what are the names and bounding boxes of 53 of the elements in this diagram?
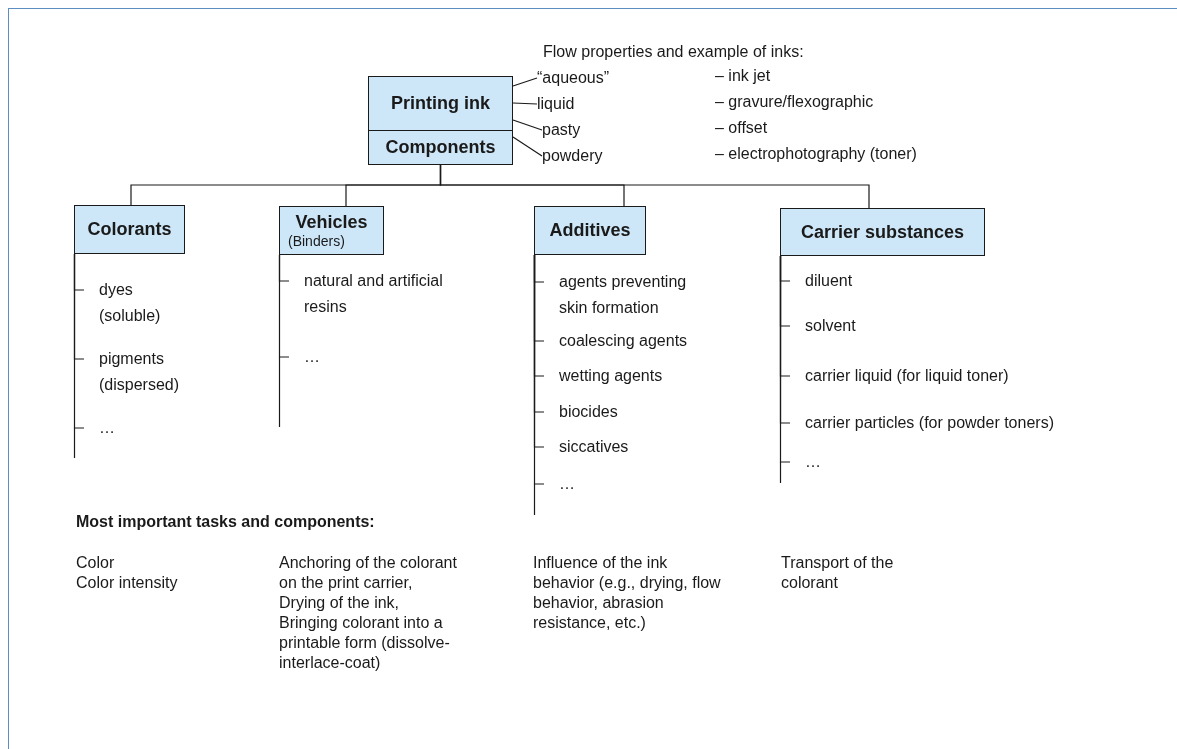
list-item: siccatives [544, 434, 629, 460]
list-item: dyes (soluble) [84, 277, 184, 329]
flow-property-text: pasty [542, 118, 581, 142]
tree-line [779, 255, 791, 463]
list-item: … [84, 415, 115, 441]
ink-example: – offset [715, 118, 768, 138]
task-text: Influence of the ink behavior (e.g., drying, flow behavior, abrasion resistance, etc.) [533, 553, 722, 633]
list-item: wetting agents [544, 363, 663, 389]
tree-line [73, 253, 85, 429]
task-text: Drying of the ink, [279, 593, 400, 613]
task-text: Color [76, 553, 115, 573]
list-item: carrier particles (for powder toners) [790, 410, 1054, 436]
list-item: diluent [790, 268, 853, 294]
list-item: agents preventing skin formation [544, 269, 714, 321]
leader-line [512, 136, 543, 157]
list-item: … [289, 344, 320, 370]
category-box [74, 205, 185, 254]
task-text: Transport of the colorant [781, 553, 895, 593]
title-box: Components [368, 130, 513, 165]
tree-line [533, 254, 545, 485]
list-item: biocides [544, 399, 618, 425]
flow-property-text: liquid [537, 92, 575, 116]
tree-line [439, 164, 870, 209]
section-heading: Most important tasks and components: [76, 512, 375, 532]
list-item: carrier liquid (for liquid toner) [790, 363, 1009, 389]
flow-property-text: powdery [542, 144, 603, 168]
category-subtitle: (Binders) [288, 233, 346, 251]
category-box [780, 208, 985, 256]
list-item: natural and artificial resins [289, 268, 449, 320]
category-title: Colorants [86, 218, 173, 241]
task-text: Color intensity [76, 573, 178, 593]
flow-property-text: “aqueous” [537, 66, 610, 90]
category-title: Additives [548, 219, 632, 242]
heading: Flow properties and example of inks: [543, 42, 804, 62]
list-item: coalescing agents [544, 328, 688, 354]
task-text: Anchoring of the colorant on the print carrier, [279, 553, 458, 593]
list-item: pigments (dispersed) [84, 346, 194, 398]
leader-line [512, 119, 543, 131]
category-box [534, 206, 646, 255]
task-text: Bringing colorant into a printable form (dissolve-interlace-coat) [279, 613, 451, 673]
ink-example: – gravure/flexographic [715, 92, 874, 112]
category-box [279, 206, 384, 255]
leader-line [512, 77, 538, 87]
category-title: Carrier substances [799, 220, 966, 244]
list-item: solvent [790, 313, 856, 339]
tree-line [278, 254, 290, 358]
leader-line [512, 102, 538, 105]
list-item: … [790, 449, 821, 475]
list-item: … [544, 471, 575, 497]
ink-example: – electrophotography (toner) [715, 144, 917, 164]
category-title: Vehicles [294, 210, 369, 233]
title-box: Printing ink [368, 76, 513, 131]
ink-example: – ink jet [715, 66, 771, 86]
